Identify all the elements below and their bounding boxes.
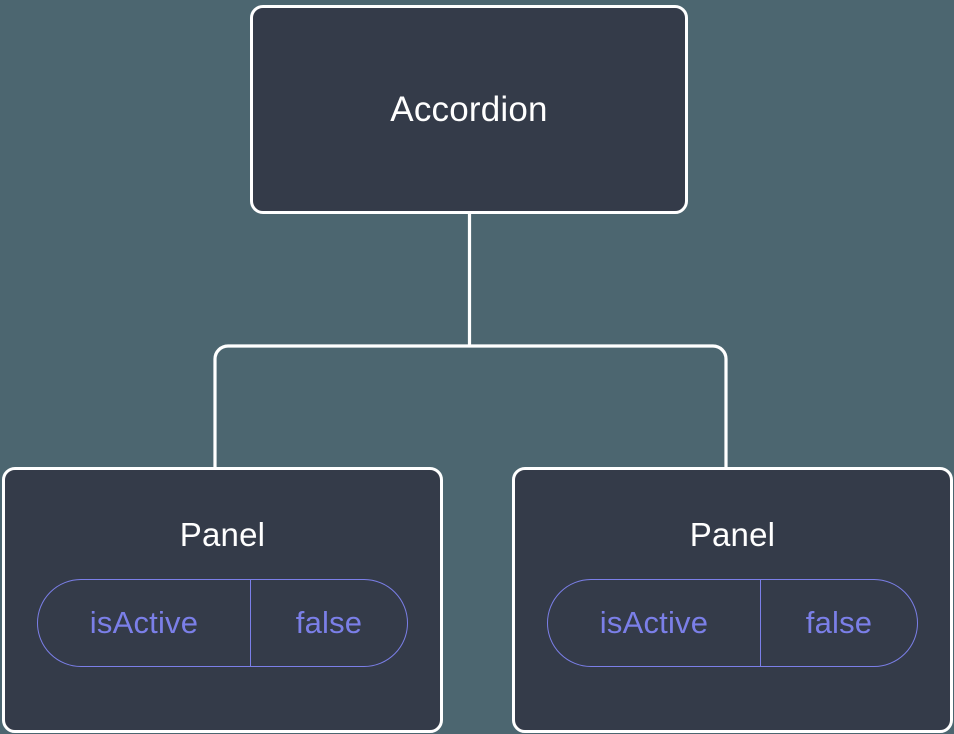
node-panel-left[interactable]: Panel isActive false bbox=[2, 467, 443, 733]
prop-pill-isactive-right[interactable]: isActive false bbox=[547, 579, 918, 667]
edge-to-panel-right bbox=[469, 344, 728, 468]
prop-pill-isactive-left[interactable]: isActive false bbox=[37, 579, 408, 667]
node-accordion-label: Accordion bbox=[390, 90, 548, 129]
node-panel-left-label: Panel bbox=[179, 516, 266, 553]
prop-value: false bbox=[760, 580, 917, 666]
edge-to-panel-left bbox=[213, 344, 470, 468]
node-panel-right[interactable]: Panel isActive false bbox=[512, 467, 953, 733]
prop-key: isActive bbox=[599, 604, 709, 640]
prop-key: isActive bbox=[89, 604, 199, 640]
node-accordion[interactable]: Accordion bbox=[250, 5, 688, 214]
prop-value: false bbox=[250, 580, 407, 666]
node-panel-right-label: Panel bbox=[689, 516, 776, 553]
